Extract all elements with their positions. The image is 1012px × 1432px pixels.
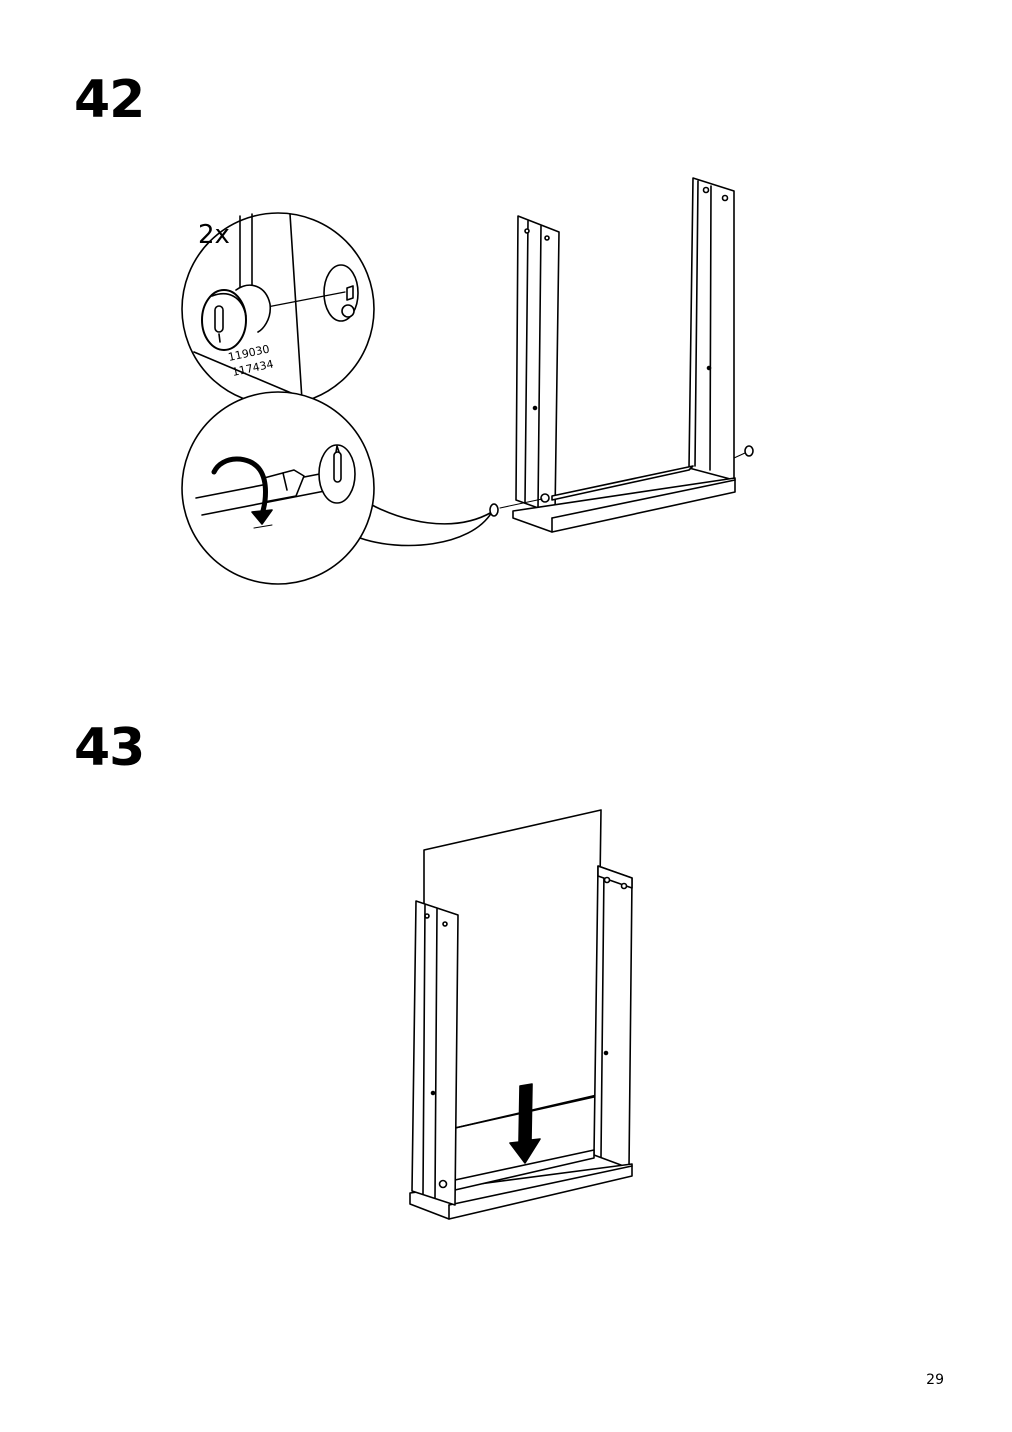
cam-lock-fitting-icon [201, 284, 272, 351]
frame-assembly [489, 177, 754, 533]
tighten-detail-circle [181, 391, 493, 585]
page-number: 29 [926, 1372, 944, 1388]
cam-lock-detail-circle: 2x 119030 117434 [181, 212, 375, 406]
step-43-illustration [409, 809, 633, 1220]
back-panel-assembly [409, 809, 633, 1220]
step-42-illustration: 2x 119030 117434 [181, 177, 754, 585]
down-arrow-icon [509, 1083, 541, 1164]
step-number-42: 42 [74, 70, 145, 130]
quantity-label: 2x [198, 220, 230, 250]
screwdriver-turn-icon [211, 456, 305, 529]
step-number-43: 43 [74, 718, 145, 778]
